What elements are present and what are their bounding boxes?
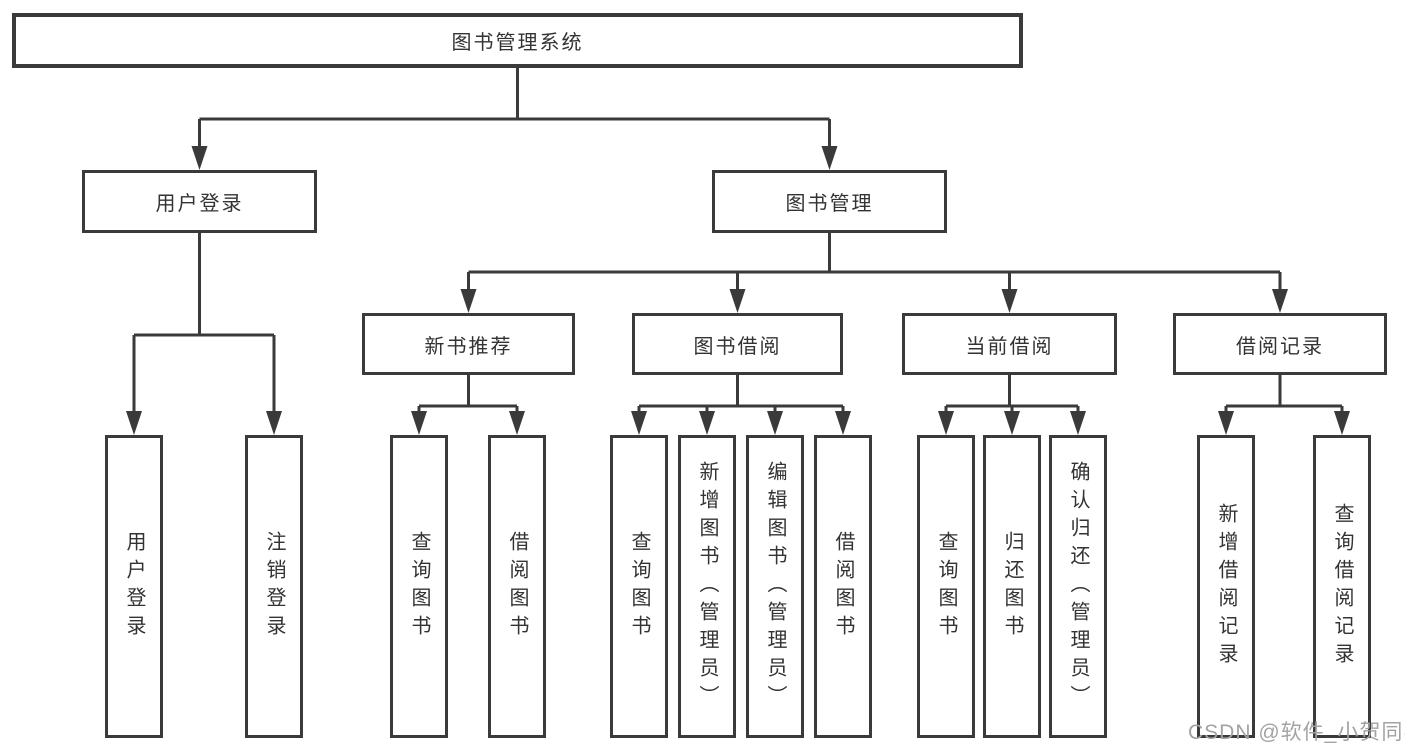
- leaf-query-borrow-record: 查询借阅记录: [1313, 435, 1371, 738]
- node-borrow-records: 借阅记录: [1173, 313, 1387, 375]
- leaf-logout: 注销登录: [245, 435, 303, 738]
- arrowhead: [767, 411, 783, 435]
- leaf-add-books-admin: 新增图书（管理员）: [678, 435, 736, 738]
- node-user-login: 用户登录: [82, 170, 317, 233]
- leaf-borrow-books: 借阅图书: [814, 435, 872, 738]
- leaf-confirm-return-admin: 确认归还（管理员）: [1049, 435, 1107, 738]
- arrowhead: [1334, 411, 1350, 435]
- leaf-borrow-books-recommend: 借阅图书: [488, 435, 546, 738]
- arrowhead: [631, 411, 647, 435]
- arrowhead: [126, 411, 142, 435]
- node-new-book-recommend: 新书推荐: [362, 313, 575, 375]
- node-book-management: 图书管理: [712, 170, 947, 233]
- arrowhead: [411, 411, 427, 435]
- arrowhead: [821, 146, 838, 170]
- leaf-query-books-recommend: 查询图书: [390, 435, 448, 738]
- arrowhead: [1070, 411, 1086, 435]
- leaf-add-borrow-record: 新增借阅记录: [1197, 435, 1255, 738]
- arrowhead: [1218, 411, 1234, 435]
- arrowhead: [266, 411, 282, 435]
- node-book-borrow: 图书借阅: [632, 313, 843, 375]
- arrowhead: [699, 411, 715, 435]
- node-current-borrow: 当前借阅: [902, 313, 1117, 375]
- leaf-query-books-borrow: 查询图书: [610, 435, 668, 738]
- arrowhead: [1001, 289, 1018, 313]
- arrowhead: [460, 289, 477, 313]
- leaf-query-books-current: 查询图书: [917, 435, 975, 738]
- leaf-edit-books-admin: 编辑图书（管理员）: [746, 435, 804, 738]
- arrowhead: [729, 289, 746, 313]
- arrowhead: [1004, 411, 1020, 435]
- node-root: 图书管理系统: [12, 13, 1023, 68]
- arrowhead: [509, 411, 525, 435]
- arrowhead: [191, 146, 208, 170]
- arrowhead: [835, 411, 851, 435]
- arrowhead: [938, 411, 954, 435]
- watermark: CSDN @软件_小贺同学: [1188, 721, 1405, 744]
- arrowhead: [1272, 289, 1288, 313]
- leaf-user-login: 用户登录: [105, 435, 163, 738]
- leaf-return-books: 归还图书: [983, 435, 1041, 738]
